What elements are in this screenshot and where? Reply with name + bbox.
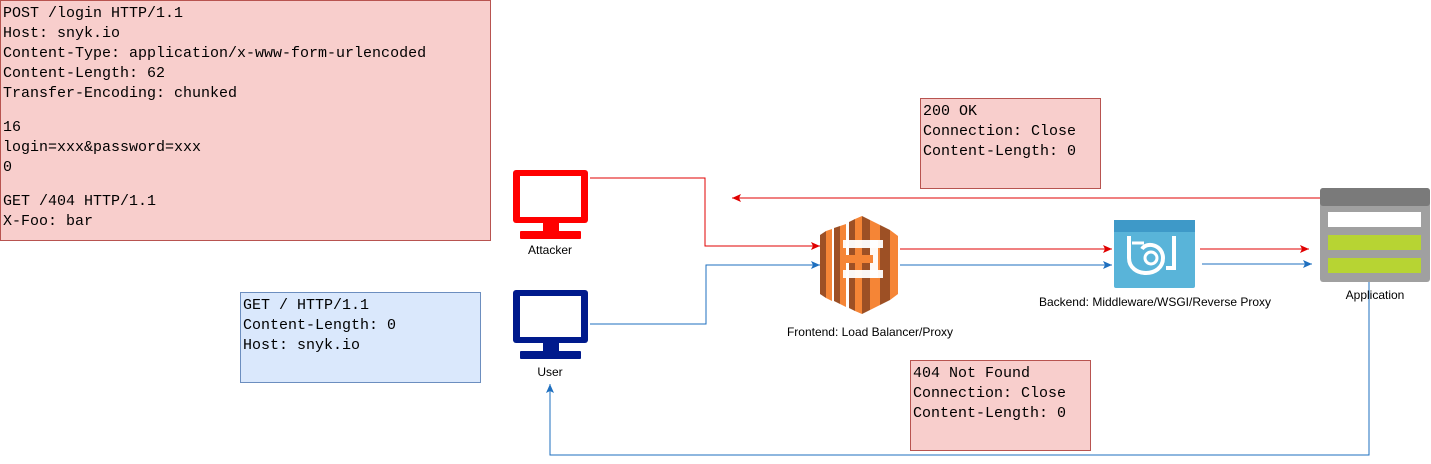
header-line: Transfer-Encoding: chunked xyxy=(3,85,238,102)
app-to-user-response-connector xyxy=(546,282,1370,456)
ok-response-box: 200 OK Connection: Close Content-Length:… xyxy=(920,98,1101,189)
header-line: Connection: Close xyxy=(923,123,1077,140)
application-icon xyxy=(1320,188,1430,282)
user-request-box: GET / HTTP/1.1 Content-Length: 0 Host: s… xyxy=(240,292,481,383)
user-to-frontend-connector xyxy=(590,261,820,325)
attacker-to-frontend-connector xyxy=(590,177,820,250)
attacker-label: Attacker xyxy=(527,243,572,257)
load-balancer-icon xyxy=(820,216,898,314)
header-line: Content-Length: 0 xyxy=(243,317,397,334)
smuggled-line: GET /404 HTTP/1.1 xyxy=(3,193,157,210)
header-line: Content-Length: 0 xyxy=(913,405,1067,422)
frontend-label: Frontend: Load Balancer/Proxy xyxy=(786,325,954,339)
smuggled-line: X-Foo: bar xyxy=(3,213,94,230)
attacker-request-box: POST /login HTTP/1.1 Host: snyk.io Conte… xyxy=(0,0,491,241)
application-label: Application xyxy=(1345,288,1405,302)
body-line: 16 xyxy=(3,119,22,136)
notfound-response-box: 404 Not Found Connection: Close Content-… xyxy=(910,360,1091,451)
backend-api-icon xyxy=(1114,220,1195,288)
header-line: Content-Type: application/x-www-form-url… xyxy=(3,45,427,62)
attacker-monitor-icon xyxy=(513,170,588,239)
backend-label: Backend: Middleware/WSGI/Reverse Proxy xyxy=(1038,295,1272,309)
user-monitor-icon xyxy=(513,290,588,359)
body-line: 0 xyxy=(3,159,13,176)
request-line: POST /login HTTP/1.1 xyxy=(3,5,184,22)
header-line: Content-Length: 62 xyxy=(3,65,166,82)
status-line: 404 Not Found xyxy=(913,365,1031,382)
status-line: 200 OK xyxy=(923,103,978,120)
header-line: Host: snyk.io xyxy=(243,337,361,354)
header-line: Host: snyk.io xyxy=(3,25,121,42)
header-line: Content-Length: 0 xyxy=(923,143,1077,160)
user-label: User xyxy=(537,365,563,379)
header-line: Connection: Close xyxy=(913,385,1067,402)
request-line: GET / HTTP/1.1 xyxy=(243,297,370,314)
body-line: login=xxx&password=xxx xyxy=(3,139,202,156)
